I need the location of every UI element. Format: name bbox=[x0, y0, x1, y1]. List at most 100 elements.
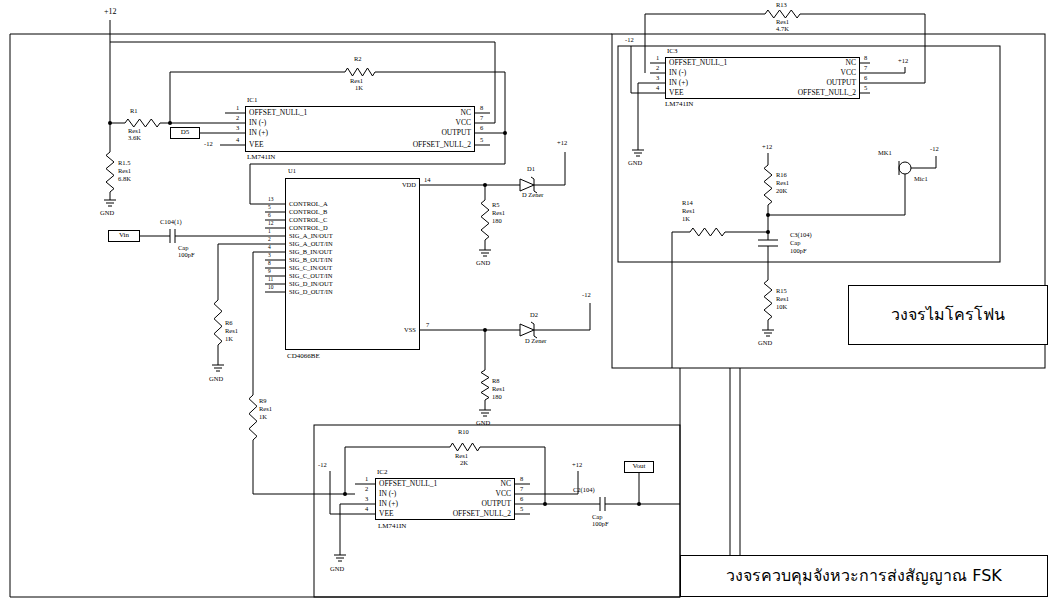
pin-name: OUTPUT bbox=[826, 79, 856, 87]
wire bbox=[220, 145, 245, 146]
junction-dot bbox=[168, 121, 172, 125]
component-value: 1K bbox=[355, 85, 363, 92]
wire bbox=[160, 123, 245, 124]
pin-number: 180 bbox=[492, 394, 502, 401]
resistor-symbol bbox=[481, 200, 489, 240]
pin-number: 5 bbox=[520, 506, 523, 513]
wire bbox=[440, 185, 520, 186]
pin-name: OFFSET_NULL_2 bbox=[453, 510, 511, 518]
part-type: Res1 bbox=[128, 128, 141, 135]
microphone-symbol bbox=[899, 162, 911, 174]
wire bbox=[605, 504, 680, 505]
reference-designator: R5 bbox=[492, 202, 500, 209]
wire bbox=[420, 330, 440, 331]
pin-name: VSS bbox=[404, 326, 416, 333]
pin-name: CONTROL_A bbox=[289, 200, 328, 207]
pin-name: OFFSET_NULL_1 bbox=[669, 59, 727, 67]
label-box: วงจรควบคุมจังหวะการส่งสัญญาณ FSK bbox=[680, 555, 1048, 597]
wire bbox=[110, 20, 111, 152]
reference-designator: C3(104) bbox=[790, 232, 812, 239]
pin-number: 7 bbox=[520, 486, 523, 493]
wire bbox=[475, 145, 490, 146]
frame-outline bbox=[612, 34, 1045, 368]
ground-label: GND bbox=[100, 210, 114, 217]
pin-name: VDD bbox=[402, 181, 416, 188]
part-type: Res1 bbox=[776, 180, 789, 187]
junction-dot bbox=[766, 213, 770, 217]
ground-label: GND bbox=[758, 340, 772, 347]
component-value: 100pF bbox=[592, 521, 609, 528]
box-label: D5 bbox=[181, 129, 190, 137]
wire bbox=[860, 63, 870, 64]
pin-number: 4 bbox=[268, 245, 271, 251]
supply-label: +12 bbox=[898, 58, 908, 65]
pin-number: 7 bbox=[426, 322, 429, 329]
component-value: 100pF bbox=[790, 248, 807, 255]
component-value: 3.6K bbox=[128, 135, 141, 142]
pin-number: 8 bbox=[268, 261, 271, 267]
pin-name: OFFSET_NULL_2 bbox=[413, 141, 471, 149]
part-type: Cap bbox=[592, 514, 602, 521]
component-value: 10K bbox=[776, 304, 787, 311]
pin-number: 2 bbox=[236, 115, 239, 122]
pin-number: 7 bbox=[480, 115, 483, 122]
ground-label: GND bbox=[209, 376, 223, 383]
wire bbox=[860, 73, 870, 74]
zener-diode-symbol bbox=[520, 324, 534, 336]
wire bbox=[345, 447, 450, 494]
supply-label: +12 bbox=[557, 140, 567, 147]
wire bbox=[638, 83, 650, 150]
wire bbox=[355, 514, 375, 515]
wire bbox=[225, 113, 245, 114]
wire bbox=[545, 504, 600, 505]
wire bbox=[355, 484, 375, 485]
pin-name: IN (+) bbox=[669, 79, 688, 87]
ground-symbol bbox=[479, 410, 491, 416]
pin-name: SIG_C_OUT/IN bbox=[289, 272, 332, 279]
pin-name: CONTROL_D bbox=[289, 224, 328, 231]
wire bbox=[355, 504, 375, 505]
pin-number: 4 bbox=[365, 506, 368, 513]
wire bbox=[650, 83, 665, 84]
part-type: Res1 bbox=[776, 19, 789, 26]
ground-label: GND bbox=[330, 566, 344, 573]
wire bbox=[515, 504, 530, 505]
part-type: Res1 bbox=[682, 208, 695, 215]
pin-number: 7 bbox=[864, 65, 867, 72]
reference-designator: U1 bbox=[288, 168, 296, 175]
pin-number: 13 bbox=[268, 197, 274, 203]
pin-name: NC bbox=[501, 480, 511, 488]
pin-number: 3 bbox=[236, 125, 239, 132]
reference-designator: R15 bbox=[776, 288, 787, 295]
pin-name: VCC bbox=[496, 490, 511, 498]
wire bbox=[218, 345, 219, 365]
part-type: LM741IN bbox=[247, 154, 275, 161]
part-type: Res1 bbox=[776, 296, 789, 303]
pin-number: 4 bbox=[236, 137, 239, 144]
junction-dot bbox=[483, 328, 487, 332]
component-value: 100pF bbox=[178, 252, 195, 259]
junction-dot bbox=[343, 492, 347, 496]
ground-symbol bbox=[479, 250, 491, 256]
pin-number: 3 bbox=[268, 253, 271, 259]
frame-outline bbox=[618, 46, 1000, 262]
resistor-symbol bbox=[690, 228, 725, 236]
pin-number: 1 bbox=[236, 105, 239, 112]
supply-label: -12 bbox=[625, 37, 634, 44]
wire bbox=[515, 494, 530, 495]
box-label: Vin bbox=[119, 232, 129, 240]
part-type: Res1 bbox=[492, 386, 505, 393]
wire bbox=[475, 113, 490, 114]
box-label: วงจรไมโครโฟน bbox=[891, 306, 1005, 324]
reference-designator: R16 bbox=[776, 172, 787, 179]
ground-symbol bbox=[632, 150, 644, 156]
wire bbox=[768, 153, 769, 165]
wire bbox=[740, 368, 741, 555]
label-box: Vout bbox=[624, 461, 654, 473]
pin-number: 4 bbox=[656, 85, 659, 92]
ic-body: CONTROL_ACONTROL_BCONTROL_CCONTROL_DSIG_… bbox=[285, 178, 420, 350]
resistor-symbol bbox=[481, 370, 489, 400]
pin-name: OFFSET_NULL_1 bbox=[249, 109, 307, 117]
reference-designator: R10 bbox=[458, 429, 469, 436]
